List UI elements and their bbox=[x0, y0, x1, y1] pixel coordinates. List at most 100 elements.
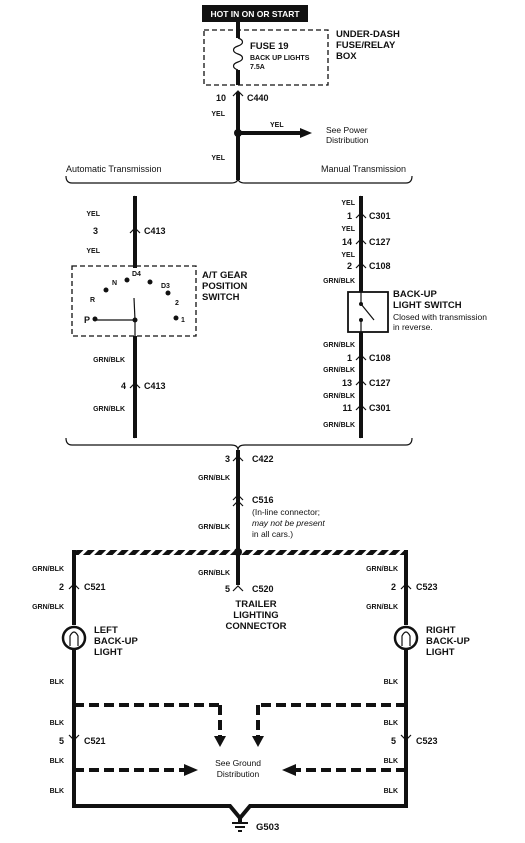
ground-wires bbox=[74, 804, 406, 822]
svg-text:C108: C108 bbox=[369, 261, 391, 271]
fuse-symbol bbox=[232, 37, 244, 71]
wire-color-label: BLK bbox=[384, 788, 398, 795]
wire-color-label: GRN/BLK bbox=[198, 524, 230, 531]
box-name-2: FUSE/RELAY bbox=[336, 40, 396, 51]
wire-color-label: BLK bbox=[50, 788, 64, 795]
power-source-label: HOT IN ON OR START bbox=[202, 5, 308, 22]
svg-text:5: 5 bbox=[59, 736, 64, 746]
ground-distribution-lines bbox=[74, 703, 406, 776]
svg-text:C108: C108 bbox=[369, 353, 391, 363]
pos-1: 1 bbox=[181, 317, 185, 324]
wire-color-label: BLK bbox=[384, 720, 398, 727]
connector-c127-bottom: 13 C127 bbox=[342, 378, 391, 388]
connector-c521-top: 2 C521 bbox=[59, 582, 106, 592]
svg-text:C523: C523 bbox=[416, 582, 438, 592]
at-switch-line3: SWITCH bbox=[202, 292, 240, 303]
gear-positions: P R N D4 D3 2 1 bbox=[84, 271, 185, 336]
svg-text:2: 2 bbox=[59, 582, 64, 592]
box-name-1: UNDER-DASH bbox=[336, 29, 400, 40]
connector-c413-top: 3 C413 bbox=[93, 226, 166, 236]
svg-text:2: 2 bbox=[347, 261, 352, 271]
svg-text:C301: C301 bbox=[369, 211, 391, 221]
left-light-line1: LEFT bbox=[94, 625, 118, 636]
fuse-desc: BACK UP LIGHTS bbox=[250, 55, 310, 62]
connector-c127-top: 14 C127 bbox=[342, 237, 391, 247]
fuse-relay-box bbox=[203, 29, 329, 86]
see-ground-line1: See Ground bbox=[215, 758, 261, 768]
svg-text:10: 10 bbox=[216, 93, 226, 103]
wire-color-label: GRN/BLK bbox=[323, 342, 355, 349]
connector-c523-top: 2 C523 bbox=[391, 582, 438, 592]
pos-2: 2 bbox=[175, 300, 179, 307]
connector-c413-bottom: 4 C413 bbox=[121, 381, 166, 391]
wire-color-label: GRN/BLK bbox=[366, 566, 398, 573]
wire-color-label: GRN/BLK bbox=[32, 604, 64, 611]
wire-color-label: BLK bbox=[50, 758, 64, 765]
ground-icon bbox=[232, 822, 248, 832]
wire-color-label: YEL bbox=[86, 248, 100, 255]
backup-switch-note1: Closed with transmission bbox=[393, 312, 487, 322]
wire-color-label: YEL bbox=[86, 211, 100, 218]
pos-p: P bbox=[84, 315, 90, 325]
at-switch-line1: A/T GEAR bbox=[202, 270, 248, 281]
wire-color-label: BLK bbox=[50, 720, 64, 727]
svg-text:C413: C413 bbox=[144, 381, 166, 391]
wire-color-label: GRN/BLK bbox=[323, 393, 355, 400]
svg-text:1: 1 bbox=[347, 211, 352, 221]
section-manual: Manual Transmission bbox=[321, 164, 406, 174]
backup-switch-note2: in reverse. bbox=[393, 322, 433, 332]
wire-color-label: YEL bbox=[341, 252, 355, 259]
svg-text:5: 5 bbox=[391, 736, 396, 746]
wire-color-label: BLK bbox=[384, 758, 398, 765]
left-light-line2: BACK-UP bbox=[94, 636, 138, 647]
svg-text:13: 13 bbox=[342, 378, 352, 388]
trailer-line3: CONNECTOR bbox=[225, 621, 286, 632]
connector-c301-bottom: 11 C301 bbox=[342, 403, 390, 413]
wire-color-label: YEL bbox=[341, 226, 355, 233]
wire-color-label: BLK bbox=[50, 679, 64, 686]
svg-text:11: 11 bbox=[342, 403, 352, 413]
wire-color-label: GRN/BLK bbox=[93, 406, 125, 413]
backup-switch-line2: LIGHT SWITCH bbox=[393, 300, 462, 311]
pos-d3: D3 bbox=[161, 283, 170, 290]
svg-text:C523: C523 bbox=[416, 736, 438, 746]
svg-text:C127: C127 bbox=[369, 378, 391, 388]
trailer-line2: LIGHTING bbox=[233, 610, 278, 621]
c516-note-line2: may not be present bbox=[252, 518, 325, 528]
section-bracket-top bbox=[65, 175, 413, 184]
svg-text:C422: C422 bbox=[252, 454, 274, 464]
section-bracket-bottom bbox=[65, 437, 413, 451]
wire-color-label: GRN/BLK bbox=[323, 422, 355, 429]
connector-c520: 5 C520 bbox=[225, 584, 274, 594]
wire-color-label: GRN/BLK bbox=[323, 278, 355, 285]
svg-text:C521: C521 bbox=[84, 582, 106, 592]
wire-color-label: YEL bbox=[211, 111, 225, 118]
svg-text:C127: C127 bbox=[369, 237, 391, 247]
connector-c301-top: 1 C301 bbox=[347, 211, 391, 221]
left-light-line3: LIGHT bbox=[94, 647, 123, 658]
at-switch-line2: POSITION bbox=[202, 281, 248, 292]
svg-text:5: 5 bbox=[225, 584, 230, 594]
fuse-rating: 7.5A bbox=[250, 64, 265, 71]
ground-label: G503 bbox=[256, 822, 279, 833]
wire-color-label: GRN/BLK bbox=[32, 566, 64, 573]
connector-c516: C516 bbox=[232, 494, 274, 507]
svg-text:14: 14 bbox=[342, 237, 352, 247]
right-light-line3: LIGHT bbox=[426, 647, 455, 658]
svg-text:3: 3 bbox=[93, 226, 98, 236]
trailer-line1: TRAILER bbox=[235, 599, 276, 610]
right-backup-light bbox=[393, 625, 419, 651]
see-ground-line2: Distribution bbox=[217, 769, 260, 779]
wire-color-label: YEL bbox=[341, 200, 355, 207]
connector-c422: 3 C422 bbox=[225, 454, 274, 464]
pos-r: R bbox=[90, 297, 95, 304]
wire-color-label: YEL bbox=[211, 155, 225, 162]
svg-text:C520: C520 bbox=[252, 584, 274, 594]
svg-text:C440: C440 bbox=[247, 93, 269, 103]
pos-n: N bbox=[112, 280, 117, 287]
section-auto: Automatic Transmission bbox=[66, 164, 162, 174]
left-backup-light bbox=[61, 625, 87, 651]
connector-c108-bottom: 1 C108 bbox=[347, 353, 391, 363]
connector-c440: 10 C440 bbox=[216, 90, 269, 103]
